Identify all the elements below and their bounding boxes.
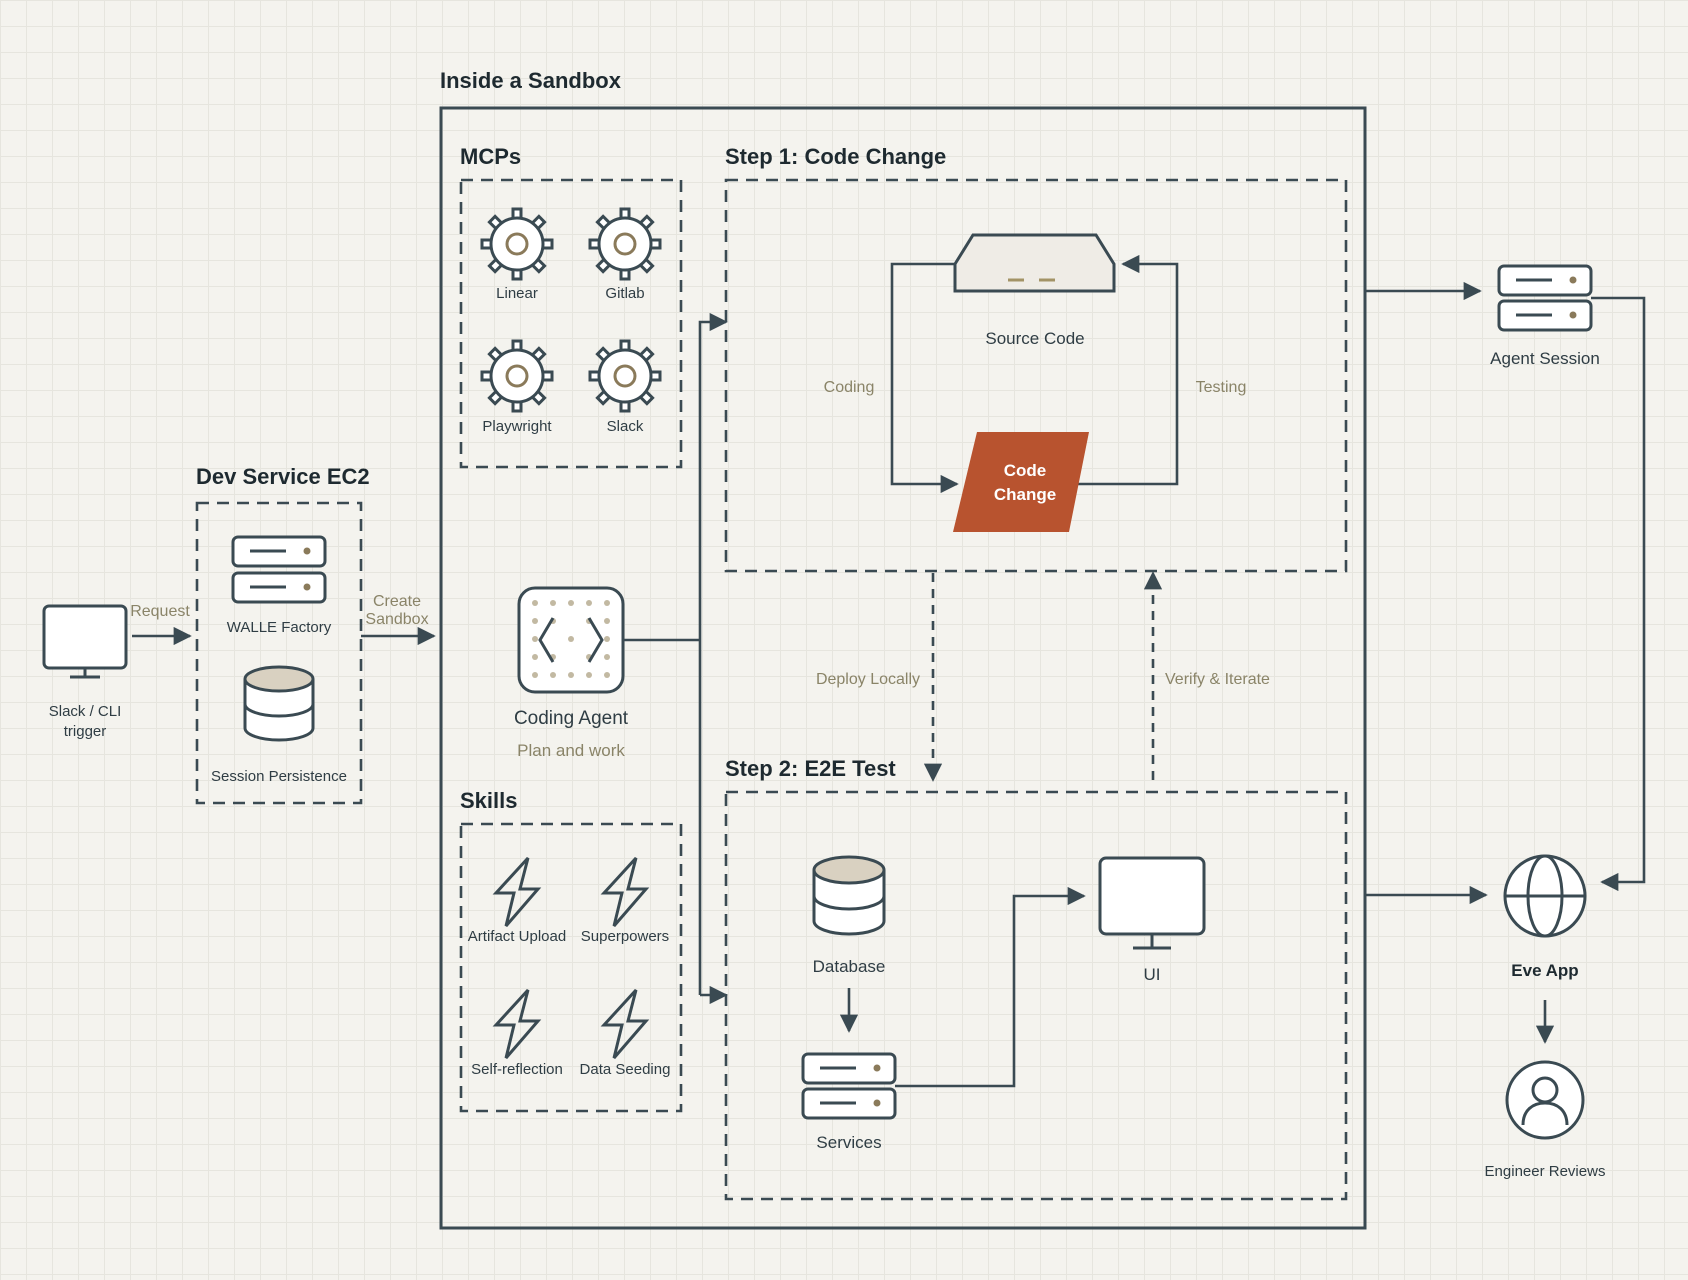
monitor-icon: [1098, 856, 1206, 950]
agent-session-label: Agent Session: [1490, 349, 1600, 368]
lightning-icon: [600, 988, 650, 1059]
step1-title: Step 1: Code Change: [725, 144, 946, 169]
engineer-reviews-label: Engineer Reviews: [1485, 1163, 1606, 1180]
create-sandbox-label-2: Sandbox: [365, 611, 428, 628]
gear-icon: [588, 339, 662, 413]
lightning-icon: [492, 856, 542, 927]
agent-to-step1-arrow: [698, 312, 728, 995]
step1-box: [724, 178, 1348, 573]
coding-agent-title: Coding Agent: [514, 708, 629, 729]
lightning-icon: [600, 856, 650, 927]
code-brackets-icon: [517, 586, 625, 694]
verify-iterate-label: Verify & Iterate: [1165, 671, 1270, 688]
request-label: Request: [130, 603, 190, 620]
trigger-label-1: Slack / CLI: [49, 703, 122, 720]
mcps-title: MCPs: [460, 144, 521, 169]
agent-session-to-eve-arrow: [1591, 296, 1646, 892]
dev-service-title: Dev Service EC2: [196, 464, 370, 489]
code-change-node: Code Change: [953, 432, 1089, 532]
user-icon: [1505, 1060, 1585, 1140]
eve-app-label: Eve App: [1511, 961, 1578, 980]
trigger-label-2: trigger: [64, 723, 107, 740]
deploy-locally-label: Deploy Locally: [816, 671, 920, 688]
skill-superpowers-label: Superpowers: [581, 928, 669, 945]
gear-icon: [480, 339, 554, 413]
skill-artifact-upload-label: Artifact Upload: [468, 928, 566, 945]
mcps-box: [459, 178, 683, 469]
services-label: Services: [816, 1133, 881, 1152]
mcp-playwright-label: Playwright: [482, 418, 552, 435]
mcp-gitlab-label: Gitlab: [605, 285, 644, 302]
globe-icon: [1503, 854, 1587, 938]
step2-box: [724, 790, 1348, 1201]
walle-factory-label: WALLE Factory: [227, 619, 332, 636]
database-icon: [812, 855, 886, 936]
sandbox-title: Inside a Sandbox: [440, 68, 622, 93]
source-code-label: Source Code: [985, 329, 1084, 348]
lightning-icon: [492, 988, 542, 1059]
server-icon: [801, 1052, 897, 1120]
monitor-icon: [42, 604, 128, 679]
testing-arrow: [1076, 254, 1179, 486]
gear-icon: [588, 207, 662, 281]
coding-arrow: [890, 262, 959, 494]
skill-data-seeding-label: Data Seeding: [580, 1061, 671, 1078]
database-label: Database: [813, 957, 886, 976]
testing-label: Testing: [1196, 379, 1247, 396]
coding-label: Coding: [824, 379, 875, 396]
skills-box: [459, 822, 683, 1113]
database-icon: [243, 665, 315, 742]
skills-title: Skills: [460, 788, 517, 813]
code-change-label-1: Code: [1004, 461, 1047, 480]
services-to-ui-arrow: [895, 886, 1086, 1088]
code-change-label-2: Change: [994, 485, 1056, 504]
mcp-linear-label: Linear: [496, 285, 538, 302]
server-icon: [231, 535, 327, 604]
gear-icon: [480, 207, 554, 281]
mcp-slack-label: Slack: [607, 418, 644, 435]
skill-self-reflection-label: Self-reflection: [471, 1061, 563, 1078]
server-icon: [1497, 264, 1593, 332]
session-persistence-label: Session Persistence: [211, 768, 347, 785]
source-code-drive-icon: [953, 233, 1116, 293]
sandbox-border: [439, 106, 1367, 1230]
step2-title: Step 2: E2E Test: [725, 756, 896, 781]
dev-service-box: [195, 501, 363, 805]
coding-agent-subtitle: Plan and work: [517, 741, 625, 760]
create-sandbox-label-1: Create: [373, 593, 421, 610]
ui-label: UI: [1144, 965, 1161, 984]
